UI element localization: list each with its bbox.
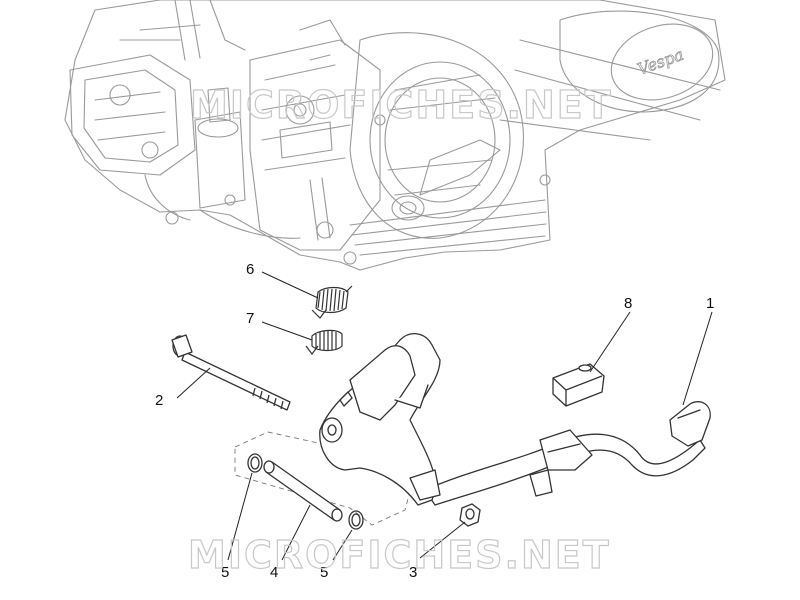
engine-badge-text: Vespa <box>635 45 686 79</box>
callout-6: 6 <box>246 261 254 278</box>
watermark-top: MICROFICHES.NET <box>190 83 613 127</box>
large-spring-part <box>311 285 353 319</box>
callout-8: 8 <box>624 295 632 312</box>
callout-1: 1 <box>706 295 714 312</box>
washer-left-part <box>247 453 263 473</box>
callout-3: 3 <box>409 564 417 581</box>
long-bolt-part <box>171 334 291 411</box>
callout-2: 2 <box>155 392 163 409</box>
washer-right-part <box>348 510 364 530</box>
main-stand-part <box>319 333 711 506</box>
callout-7: 7 <box>246 310 254 327</box>
leader-lines <box>176 271 713 561</box>
nut-part <box>459 503 481 527</box>
callout-4: 4 <box>270 564 278 581</box>
engine-assembly <box>64 0 726 271</box>
watermark-bottom: MICROFICHES.NET <box>188 533 611 577</box>
callout-5-left: 5 <box>221 564 229 581</box>
rubber-buffer-part <box>552 363 605 407</box>
pivot-pin-part <box>263 460 343 522</box>
small-spring-part <box>305 329 343 355</box>
callout-5-right: 5 <box>320 564 328 581</box>
